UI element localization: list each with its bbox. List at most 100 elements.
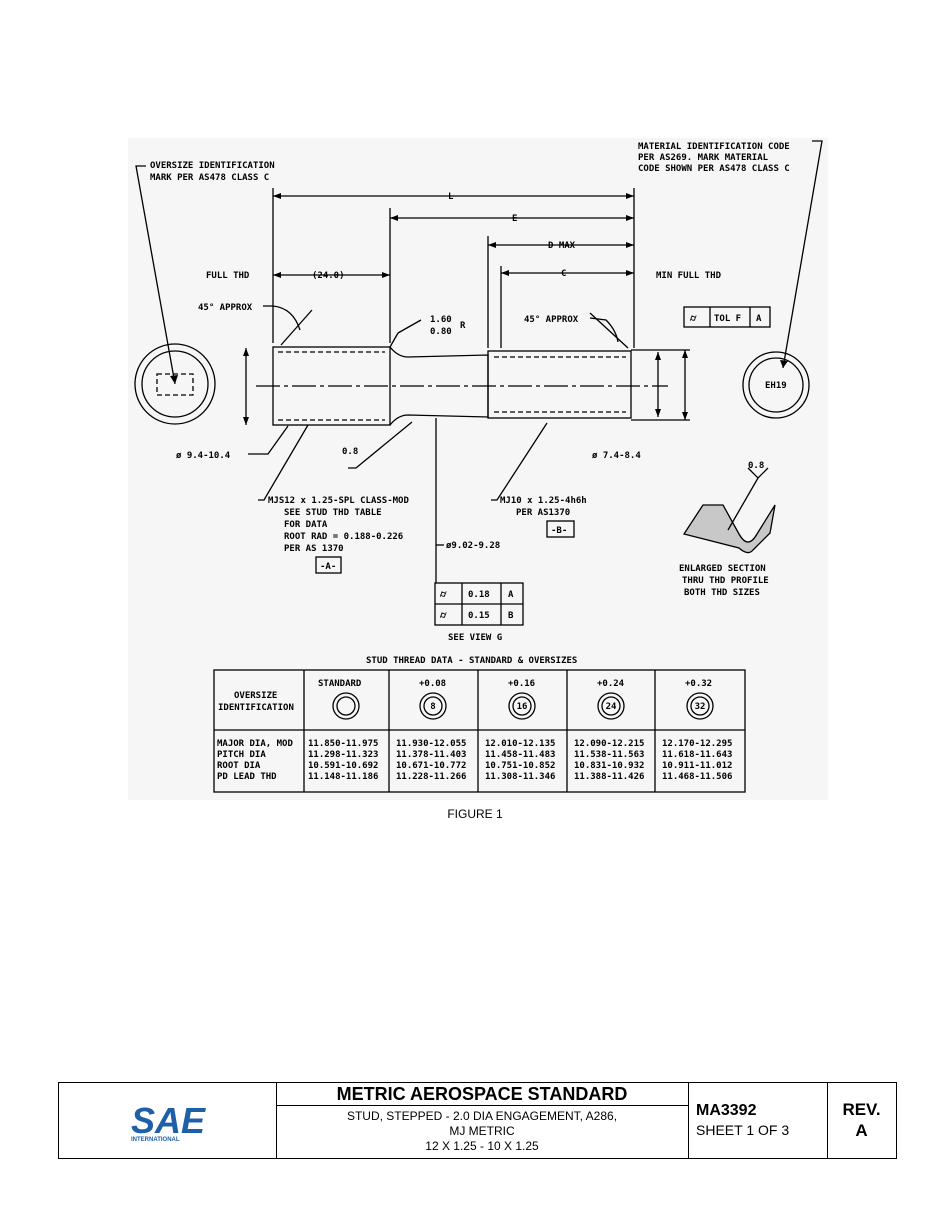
sae-logo-cell: SAE INTERNATIONAL (59, 1083, 277, 1158)
table-cell: 11.930-12.055 (396, 739, 466, 749)
tolerance-symbol: ⌭ (689, 314, 697, 324)
document-title-line3: 12 X 1.25 - 10 X 1.25 (425, 1139, 539, 1153)
table-cell: 11.468-11.506 (662, 772, 732, 782)
document-title-line2: MJ METRIC (449, 1124, 515, 1138)
material-callout-line1: MATERIAL IDENTIFICATION CODE (638, 142, 790, 152)
right-thread-spec-1: MJ10 x 1.25-4h6h (500, 496, 587, 506)
table-header-label-1: OVERSIZE (234, 691, 277, 701)
row-label-pitch: PITCH DIA (217, 750, 266, 760)
chamfer-right-label: 45° APPROX (524, 315, 579, 325)
min-full-thread-label: MIN FULL THD (656, 271, 722, 281)
table-cell: 10.751-10.852 (485, 761, 555, 771)
right-thread-spec-2: PER AS1370 (516, 508, 570, 518)
table-header-label-2: IDENTIFICATION (218, 703, 294, 713)
oversize-mark-32: 32 (695, 702, 706, 712)
right-diameter: ø 7.4-8.4 (592, 451, 641, 461)
table-cell: 11.850-11.975 (308, 739, 378, 749)
left-thread-spec-4: ROOT RAD = 0.188-0.226 (284, 532, 403, 542)
table-cell: 11.378-11.403 (396, 750, 466, 760)
datum-b: -B- (551, 526, 567, 536)
runout-2-value: 0.15 (468, 611, 490, 621)
section-label-2: THRU THD PROFILE (682, 576, 769, 586)
material-code-mark: EH19 (765, 381, 787, 391)
runout-1-datum: A (508, 590, 514, 600)
oversize-mark-16: 16 (517, 702, 528, 712)
figure-caption: FIGURE 1 (447, 807, 503, 821)
table-cell: 11.388-11.426 (574, 772, 644, 782)
runout-symbol-2: ⌭ (439, 611, 447, 621)
dim-C: C (561, 269, 566, 279)
table-cell: 12.090-12.215 (574, 739, 644, 749)
col-header-standard: STANDARD (318, 679, 362, 689)
sae-logo-letters: SAE (131, 1100, 206, 1141)
left-diameter: ø 9.4-10.4 (176, 451, 231, 461)
table-cell: 11.298-11.323 (308, 750, 378, 760)
table-cell: 10.831-10.932 (574, 761, 644, 771)
runout-2-datum: B (508, 611, 514, 621)
table-cell: 11.148-11.186 (308, 772, 378, 782)
document-number-cell: MA3392 SHEET 1 OF 3 (688, 1083, 828, 1158)
revision-cell: REV. A (827, 1083, 896, 1158)
dim-E: E (512, 214, 517, 224)
radius-symbol: R (460, 321, 466, 331)
chamfer-left-label: 45° APPROX (198, 303, 253, 313)
stud-drawing-svg: OVERSIZE IDENTIFICATION MARK PER AS478 C… (134, 140, 823, 793)
oversize-callout-line2: MARK PER AS478 CLASS C (150, 173, 269, 183)
runout-1-value: 0.18 (468, 590, 490, 600)
dim-L: L (448, 192, 454, 202)
document-number: MA3392 (696, 1102, 757, 1119)
document-title: STUD, STEPPED - 2.0 DIA ENGAGEMENT, A286… (276, 1109, 688, 1154)
radius-max: 1.60 (430, 315, 452, 325)
full-thread-length: (24.0) (312, 271, 345, 281)
table-cell: 11.538-11.563 (574, 750, 644, 760)
oversize-mark-8: 8 (430, 702, 435, 712)
table-cell: 11.308-11.346 (485, 772, 555, 782)
title-cell: METRIC AEROSPACE STANDARD STUD, STEPPED … (276, 1083, 689, 1158)
runout-symbol-1: ⌭ (439, 590, 447, 600)
section-label-1: ENLARGED SECTION (679, 564, 766, 574)
section-finish: 0.8 (748, 461, 764, 471)
dim-D-max: D MAX (548, 241, 576, 251)
table-title: STUD THREAD DATA - STANDARD & OVERSIZES (366, 656, 577, 666)
see-view-label: SEE VIEW G (448, 633, 502, 643)
sae-logo: SAE INTERNATIONAL (131, 1100, 206, 1143)
tolerance-label: TOL F (714, 314, 741, 324)
surface-finish: 0.8 (342, 447, 358, 457)
material-callout-line2: PER AS269. MARK MATERIAL (638, 153, 769, 163)
thread-data-table: STUD THREAD DATA - STANDARD & OVERSIZES … (213, 656, 746, 793)
row-label-major: MAJOR DIA, MOD (217, 739, 293, 749)
sae-logo-subtext: INTERNATIONAL (131, 1137, 180, 1143)
document-title-line1: STUD, STEPPED - 2.0 DIA ENGAGEMENT, A286… (346, 1109, 618, 1123)
section-label-3: BOTH THD SIZES (684, 588, 760, 598)
shank-diameter: ø9.02-9.28 (446, 541, 500, 551)
table-cell: 11.458-11.483 (485, 750, 555, 760)
radius-min: 0.80 (430, 327, 452, 337)
revision-value: A (855, 1121, 868, 1140)
col-header-plus032: +0.32 (685, 679, 712, 689)
table-cell: 10.671-10.772 (396, 761, 466, 771)
oversize-mark-24: 24 (606, 702, 617, 712)
table-cell: 10.911-11.012 (662, 761, 732, 771)
thread-profile-section (682, 504, 776, 554)
tolerance-datum: A (756, 314, 762, 324)
end-view-left (134, 343, 216, 425)
full-thread-label: FULL THD (206, 271, 250, 281)
table-cell: 11.618-11.643 (662, 750, 732, 760)
table-cell: 12.010-12.135 (485, 739, 555, 749)
table-cell: 10.591-10.692 (308, 761, 378, 771)
title-block: SAE INTERNATIONAL METRIC AEROSPACE STAND… (58, 1082, 897, 1159)
right-thread-body (487, 350, 632, 419)
end-view-right (742, 351, 810, 419)
revision-label: REV. (842, 1100, 881, 1119)
col-header-plus024: +0.24 (597, 679, 625, 689)
table-cell: 11.228-11.266 (396, 772, 466, 782)
left-thread-spec-1: MJS12 x 1.25-SPL CLASS-MOD (268, 496, 409, 506)
left-thread-spec-5: PER AS 1370 (284, 544, 344, 554)
table-cell: 12.170-12.295 (662, 739, 732, 749)
left-thread-spec-3: FOR DATA (284, 520, 328, 530)
datum-a: -A- (320, 562, 336, 572)
col-header-plus008: +0.08 (419, 679, 446, 689)
row-label-root: ROOT DIA (217, 761, 261, 771)
row-label-pd-lead: PD LEAD THD (217, 772, 277, 782)
left-thread-spec-2: SEE STUD THD TABLE (284, 508, 382, 518)
